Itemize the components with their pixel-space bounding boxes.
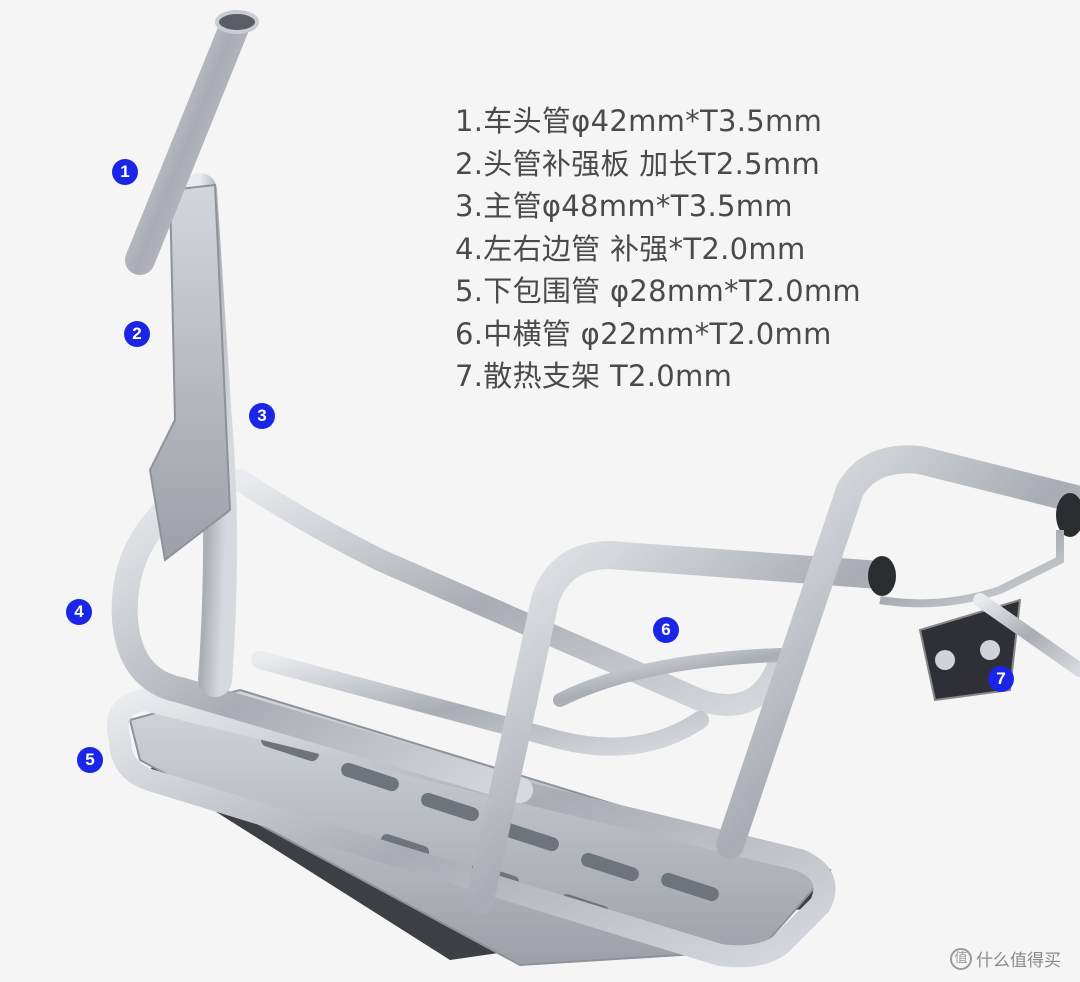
spec-item: 2.头管补强板 加长T2.5mm	[455, 146, 821, 181]
callout-marker-7: 7	[988, 666, 1014, 692]
callout-marker-5: 5	[77, 747, 103, 773]
steering-head-tube	[125, 10, 259, 275]
smzdm-logo-icon: 值	[950, 947, 972, 970]
watermark-text: 什么值得买	[976, 951, 1061, 971]
callout-marker-4: 4	[66, 599, 92, 625]
seat-support-loops	[466, 445, 1080, 914]
spec-list: 1.车头管φ42mm*T3.5mm 2.头管补强板 加长T2.5mm 3.主管φ…	[455, 100, 861, 398]
tube-end-cap	[1056, 493, 1080, 537]
side-tubes	[111, 469, 791, 803]
tube-end-cap	[868, 556, 896, 596]
callout-marker-2: 2	[124, 321, 150, 347]
middle-cross-tube	[553, 648, 787, 707]
lower-surround-tube	[106, 689, 836, 968]
spec-item: 1.车头管φ42mm*T3.5mm	[455, 104, 823, 138]
spec-item: 4.左右边管 补强*T2.0mm	[455, 231, 806, 266]
heat-sink-bracket	[879, 530, 1080, 702]
spec-item: 6.中横管 φ22mm*T2.0mm	[455, 316, 832, 351]
spec-item: 3.主管φ48mm*T3.5mm	[455, 189, 793, 223]
spec-item: 7.散热支架 T2.0mm	[455, 359, 733, 393]
watermark: 值 什么值得买	[950, 946, 1061, 971]
callout-marker-3: 3	[249, 403, 275, 429]
spec-item: 5.下包围管 φ28mm*T2.0mm	[455, 274, 861, 308]
callout-marker-1: 1	[112, 159, 138, 185]
head-tube-reinforcement-plate	[148, 183, 232, 562]
callout-marker-6: 6	[653, 617, 679, 643]
